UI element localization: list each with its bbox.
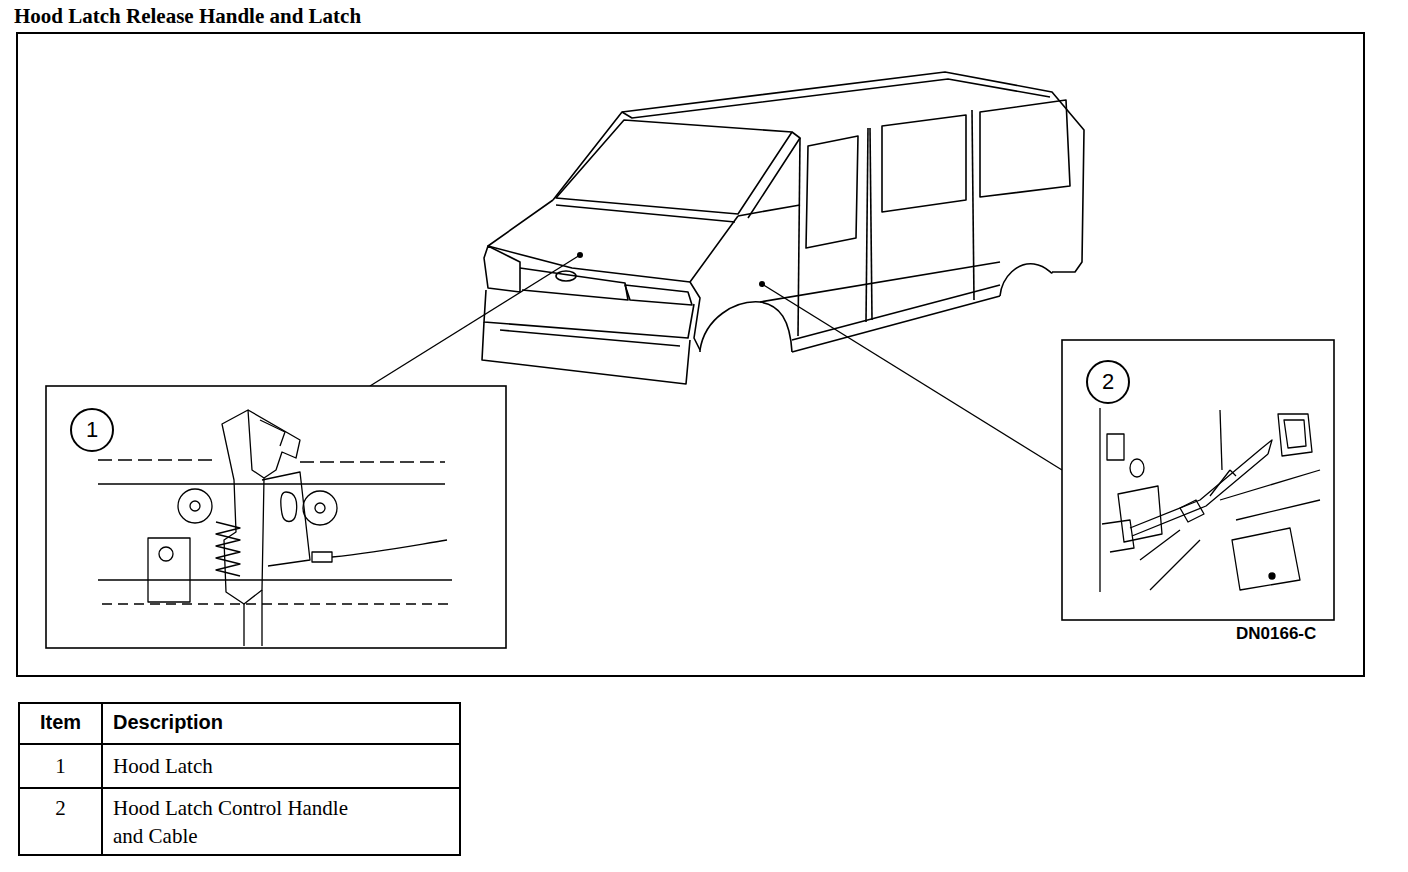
latch-inset-part [98,410,452,646]
latch-inset-part-part [244,590,262,646]
handle-inset-part-part [1210,470,1236,496]
latch-inset-part-part [303,491,337,525]
handle-inset-part-part [1284,420,1306,448]
latch-inset-part-part [98,460,445,462]
latch-inset-part-part [260,420,285,446]
leader-lines-part [762,284,1062,470]
van-drawing-part [760,262,1000,302]
van-drawing-part [699,350,701,352]
figure-frame [17,33,1364,676]
table-cell: 2 [19,796,102,821]
handle-inset-part-part [1099,408,1100,592]
latch-inset-part-part [216,522,240,576]
table-grid [19,703,460,855]
van-drawing-part [484,246,520,292]
van-drawing-part [748,132,800,218]
table-cell: Hood Latch [113,754,213,779]
table-grid-part [19,787,460,789]
handle-inset-part-part [1118,486,1162,542]
latch-inset-part [46,386,506,648]
van-drawing-part [500,330,680,346]
van-drawing-part [482,322,690,384]
handle-inset-part-part [1130,448,1262,528]
latch-inset-part-part [178,489,212,523]
van-drawing-part [882,115,966,212]
van-drawing-part [806,136,858,248]
latch-inset-part-part [98,483,445,484]
handle-inset-part-part [1107,434,1124,460]
van-drawing-part [622,79,1050,118]
leader-lines-part [370,255,580,386]
van-drawing-part [972,110,974,300]
van-drawing-part [553,72,1084,272]
van-drawing-part [556,271,576,281]
van-drawing-part [792,296,1000,352]
van-drawing-part [980,100,1070,197]
latch-inset-part-part [102,603,452,604]
table-grid-part [19,743,460,745]
handle-inset-part-part [1232,528,1300,590]
van-drawing-part [556,120,792,214]
van-drawing [482,72,1084,384]
latch-inset-part-part [148,538,190,602]
van-drawing-part [690,282,700,350]
handle-inset-part-part [1278,414,1312,456]
van-drawing-part [488,200,738,282]
van-drawing-part [866,128,868,322]
handle-inset-part-part [1132,454,1268,536]
van-drawing-part [556,205,735,222]
handle-inset-part-part [1269,573,1275,579]
handle-inset-part-part [1130,459,1144,477]
latch-inset-part-part [248,410,300,478]
latch-inset-part-part [190,501,200,511]
latch-inset-part-part [315,503,325,513]
van-drawing-part [870,128,872,320]
callout-number: 2 [1102,371,1114,393]
handle-inset-part-part [1102,520,1134,552]
table-cell: 1 [19,754,102,779]
callout-circle: 2 [1086,360,1130,404]
latch-inset [46,386,506,648]
latch-inset-part-part [222,410,264,604]
van-drawing-part [520,268,628,300]
table-cell: Hood Latch Control Handle and Cable [113,794,375,850]
van-drawing-part [792,285,1000,340]
handle-inset [1062,340,1334,620]
table-header: Item [19,710,102,734]
callout-circle: 1 [70,408,114,452]
handle-inset-part-part [1220,470,1320,500]
handle-inset-part-part [1180,500,1204,522]
table-header: Description [113,710,223,734]
latch-inset-part-part [312,552,332,562]
latch-inset-part-part [281,492,297,522]
figure-title: Hood Latch Release Handle and Latch [14,4,361,29]
handle-inset-part [1062,340,1334,620]
handle-inset-part-part [1262,440,1272,454]
van-drawing-part [625,285,692,305]
latch-inset-part-part [262,472,310,566]
handle-inset-part [1100,408,1320,592]
callout-number: 1 [86,419,98,441]
handle-inset-part-part [1220,410,1222,470]
van-drawing-part [700,302,792,352]
latch-inset-part-part [98,579,452,580]
latch-inset-part-part [159,547,173,561]
table-grid-part [19,703,460,855]
handle-inset-part-part [1140,530,1200,590]
figure-code: DN0166-C [1236,624,1316,644]
van-drawing-part [738,205,800,216]
latch-inset-part-part [332,540,447,557]
handle-inset-part-part [1236,500,1320,520]
table-grid-part [101,703,103,855]
van-drawing-part [1000,264,1052,296]
